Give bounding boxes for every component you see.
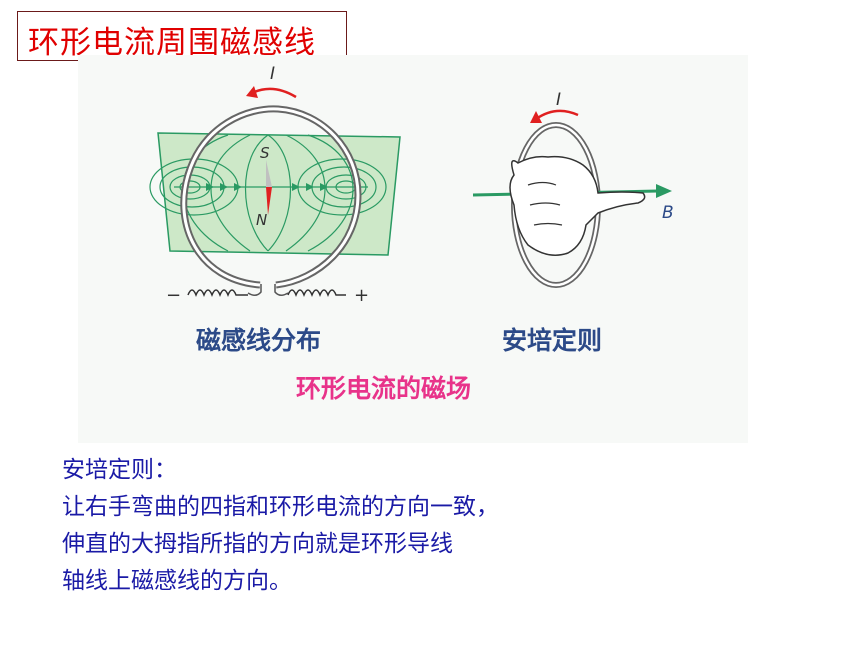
hand-current-arrow (535, 109, 579, 121)
right-coil (287, 289, 346, 298)
figure-subtitle: 环形电流的磁场 (296, 374, 472, 403)
minus-label: − (166, 285, 181, 306)
north-label: N (256, 211, 267, 229)
current-label-right: I (556, 90, 561, 110)
description-heading: 安培定则： (62, 457, 177, 483)
right-hand-rule-diagram: I B (472, 90, 674, 288)
magnetic-field-illustration: I S N − + I B (149, 64, 674, 306)
description: 安培定则： 让右手弯曲的四指和环形电流的方向一致， 伸直的大拇指所指的方向就是环… (62, 452, 822, 600)
left-coil (187, 289, 248, 298)
right-hand (509, 155, 646, 256)
caption-ampere-rule: 安培定则 (502, 326, 603, 355)
description-line-2: 伸直的大拇指所指的方向就是环形导线 (62, 531, 453, 557)
compass-north (266, 187, 272, 215)
field-label: B (662, 203, 674, 223)
plus-label: + (354, 285, 369, 306)
field-arrow-head (656, 184, 672, 198)
description-line-1: 让右手弯曲的四指和环形电流的方向一致， (62, 494, 499, 520)
caption-field-distribution: 磁感线分布 (196, 326, 322, 355)
figure-panel: I S N − + I B 磁感线分布 安培定则 环形电流的磁场 (78, 55, 748, 443)
current-label-left: I (270, 64, 275, 84)
field-distribution-diagram: I S N − + (149, 64, 401, 306)
description-line-3: 轴线上磁感线的方向。 (62, 568, 292, 594)
compass-south (266, 160, 272, 187)
title-box: 环形电流周围磁感线 (17, 11, 347, 61)
field-arrows (206, 183, 328, 191)
south-label: S (260, 144, 270, 162)
current-arrow (251, 87, 297, 99)
